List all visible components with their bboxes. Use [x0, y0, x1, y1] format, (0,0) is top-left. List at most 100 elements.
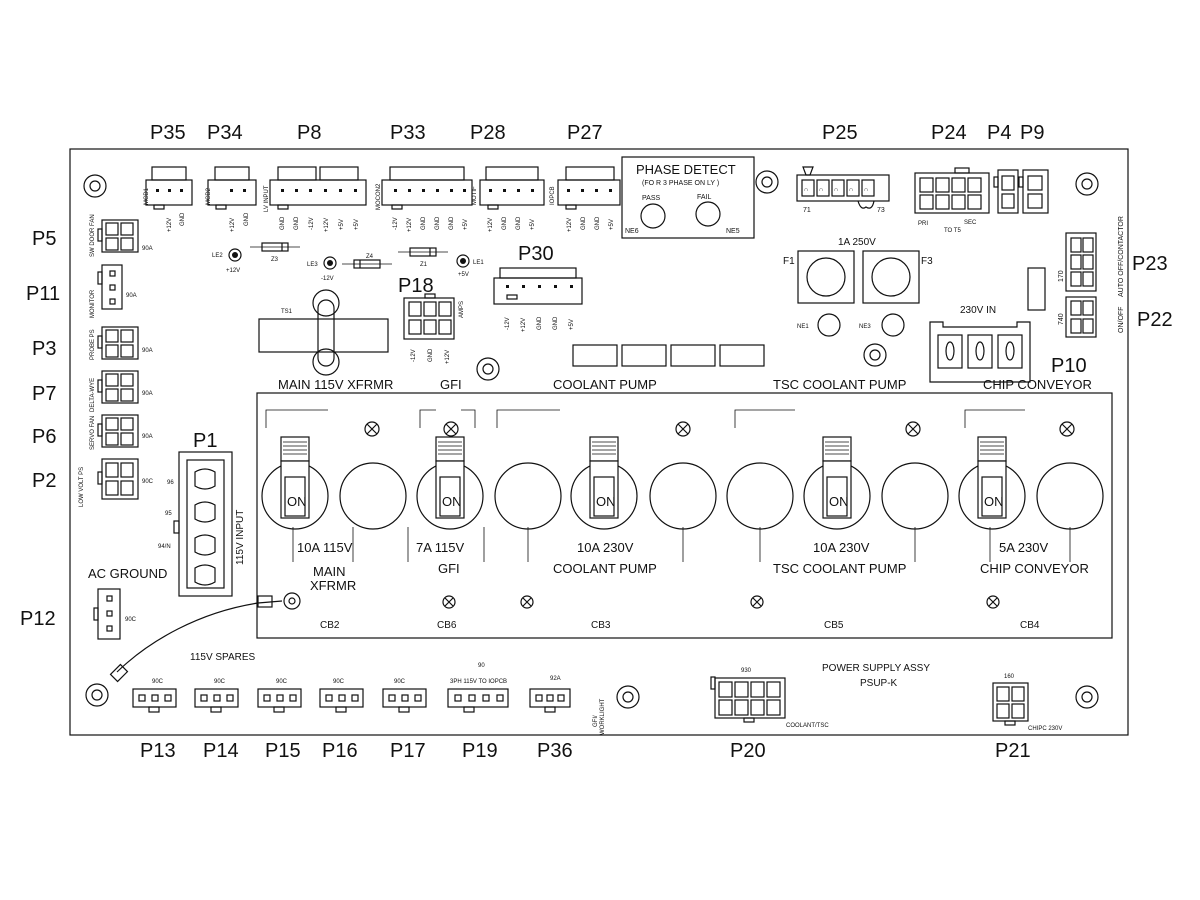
p13-ref: P13 [140, 740, 176, 762]
cb5-reset-button [881, 462, 949, 530]
z1-diode [409, 247, 437, 257]
cb5-rating: 10A 230V [813, 540, 870, 555]
p33-pin-4: GND [435, 216, 441, 230]
z3-diode [261, 242, 289, 252]
p20-connector: 930 COOLANT/TSC P20 [710, 668, 829, 762]
p27-pin-1: +12V [567, 218, 573, 232]
phase-pass-label: PASS [642, 195, 660, 202]
p34-connector: MCD2 +12V GND [206, 166, 257, 232]
p35-pin-1: +12V [167, 218, 173, 232]
p3-ref: P3 [32, 338, 56, 360]
p2-connector: P2 LOW VOLT PS 90C [32, 458, 154, 507]
le2-voltage: +12V [226, 268, 240, 274]
p27-pin-3: GND [595, 216, 601, 230]
le2-label: LE2 [212, 253, 223, 259]
p24-pri: PRI [918, 221, 928, 227]
blank-pad-right [1027, 267, 1046, 311]
p30-pin-2: +12V [521, 318, 527, 332]
p21-label: CHIPC 230V [1028, 726, 1062, 732]
cb4-id: CB4 [1020, 620, 1040, 631]
p6-label: SERVO FAN [90, 416, 96, 450]
p1-wire-96: 96 [167, 480, 174, 486]
p36-connector: 92A GFI/ WORKLIGHT P36 [529, 676, 606, 762]
p27-label: IOPCB [550, 186, 556, 205]
p36-ref: P36 [537, 740, 573, 762]
p14-wire: 90C [214, 679, 226, 685]
p34-label: MCD2 [206, 187, 212, 205]
p11-label: MONITOR [90, 289, 96, 318]
p22-connector: 740 ON/OFF P22 [1058, 296, 1173, 338]
p22-wire: 740 [1058, 313, 1065, 325]
breaker-cb5[interactable]: ON 10A 230V TSC COOLANT PUMP CB5 [726, 436, 949, 631]
breaker-cb2[interactable]: ON 10A 115V CB2 [261, 436, 407, 631]
f1-fuse [797, 250, 855, 304]
p2-label: LOW VOLT PS [79, 467, 85, 507]
ne3-label: NE3 [859, 324, 871, 330]
p3-label: PROBE PS [90, 329, 96, 360]
le3-led [323, 256, 337, 270]
ne1-label: NE1 [797, 324, 809, 330]
cb6-toggle[interactable] [435, 460, 465, 519]
p5-wire: 90A [142, 246, 153, 252]
cb5-aux-circle [726, 462, 794, 530]
assembly-name-line1: POWER SUPPLY ASSY [822, 663, 930, 674]
p10-connector: 230V IN P10 [929, 305, 1087, 383]
p30-ref: P30 [518, 243, 554, 265]
svg-text:∩: ∩ [819, 187, 823, 193]
p18-ref: P18 [398, 275, 434, 297]
header-coolant-pump: COOLANT PUMP [553, 377, 657, 392]
cb3-toggle[interactable] [589, 460, 619, 519]
p36-wire: 92A [550, 676, 561, 682]
le2-led [228, 248, 242, 262]
p11-wire: 90A [126, 293, 137, 299]
svg-text:∩: ∩ [834, 187, 838, 193]
breaker-brackets [265, 409, 1025, 428]
svg-text:∩: ∩ [849, 187, 853, 193]
p14-connector: 90C P14 [194, 679, 239, 762]
p1-connector: P1 96 95 94/N 115V INPUT [158, 430, 246, 597]
phase-detect-title: PHASE DETECT [636, 162, 736, 177]
p27-pin-2: GND [581, 216, 587, 230]
p6-connector: P6 SERVO FAN 90A [32, 414, 153, 450]
breaker-cb4[interactable]: ON 5A 230V CHIP CONVEYOR CB4 [958, 436, 1104, 631]
p20-ref: P20 [730, 740, 766, 762]
cb5-name: TSC COOLANT PUMP [773, 561, 906, 576]
p16-connector: 90C P16 [319, 679, 364, 762]
p15-wire: 90C [276, 679, 288, 685]
p23-ref: P23 [1132, 253, 1168, 275]
ac-ground-group: AC GROUND P12 90C [20, 566, 167, 640]
p15-ref: P15 [265, 740, 301, 762]
ne3-lamp [881, 313, 905, 337]
ground-wire [85, 592, 301, 707]
p25-wire-right: 73 [877, 207, 885, 214]
p36-label-2: WORKLIGHT [600, 698, 606, 735]
p21-ref: P21 [995, 740, 1031, 762]
cb4-toggle[interactable] [977, 460, 1007, 519]
p25-ref: P25 [822, 122, 858, 144]
p33-pin-3: GND [421, 216, 427, 230]
ts1-transformer: TS1 [258, 289, 389, 376]
p6-wire: 90A [142, 434, 153, 440]
p25-wire-left: 71 [803, 207, 811, 214]
p34-pin-2: GND [244, 212, 250, 226]
cb3-on-label: ON [596, 494, 616, 509]
cb3-name: COOLANT PUMP [553, 561, 657, 576]
p9-connector [1018, 169, 1049, 214]
cb5-toggle[interactable] [822, 460, 852, 519]
cb6-reset-button [494, 462, 562, 530]
z3-label: Z3 [271, 257, 279, 263]
p28-pin-1: +12V [488, 218, 494, 232]
cb3-reset-button [649, 462, 717, 530]
p21-wire: 160 [1004, 674, 1015, 680]
breaker-cb3[interactable]: ON 10A 230V COOLANT PUMP CB3 [527, 436, 717, 631]
p22-ref: P22 [1137, 309, 1173, 331]
p35-label: MCD1 [144, 187, 150, 205]
p23-connector: 170 AUTO OFF/CONTACTOR P23 [1058, 216, 1168, 297]
p23-wire: 170 [1058, 270, 1065, 282]
breaker-cb6[interactable]: ON 7A 115V GFI CB6 [407, 436, 562, 631]
cb2-toggle[interactable] [280, 460, 310, 519]
p28-pin-4: +5V [530, 219, 536, 230]
p7-connector: P7 DELTA-WYE 90A [32, 370, 153, 412]
p8-connector: LV INPUT GND GND -12V +12V +5V +5V [264, 166, 367, 232]
